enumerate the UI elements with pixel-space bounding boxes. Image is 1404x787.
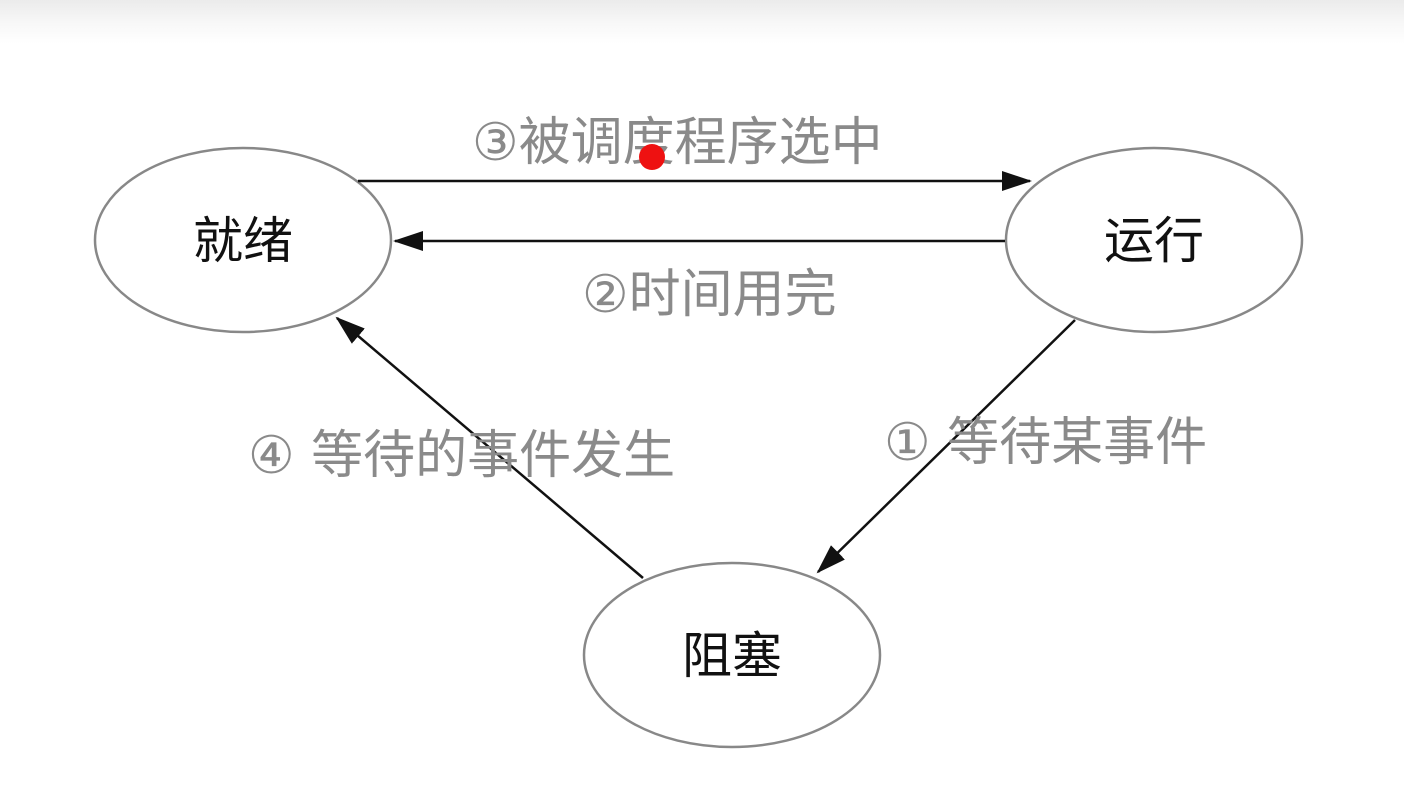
edge-label-event-occurred: ④ 等待的事件发生 — [248, 426, 675, 486]
node-blocked-label: 阻塞 — [682, 627, 782, 685]
edge-blocked-to-ready — [335, 316, 644, 579]
node-running[interactable]: 运行 — [1004, 146, 1304, 334]
node-blocked-shape — [582, 561, 882, 749]
edge-running-to-blocked — [816, 319, 1076, 574]
node-ready-label: 就绪 — [193, 212, 293, 270]
edge-label-timeout: ②时间用完 — [582, 265, 837, 325]
edge-label-scheduled: ③被调度程序选中 — [472, 113, 883, 173]
node-ready-shape — [93, 146, 393, 334]
pointer-dot — [639, 144, 665, 170]
node-blocked[interactable]: 阻塞 — [582, 561, 882, 749]
node-running-label: 运行 — [1104, 212, 1204, 270]
node-ready[interactable]: 就绪 — [93, 146, 393, 334]
edge-label-wait-event: ① 等待某事件 — [884, 413, 1207, 473]
node-running-shape — [1004, 146, 1304, 334]
